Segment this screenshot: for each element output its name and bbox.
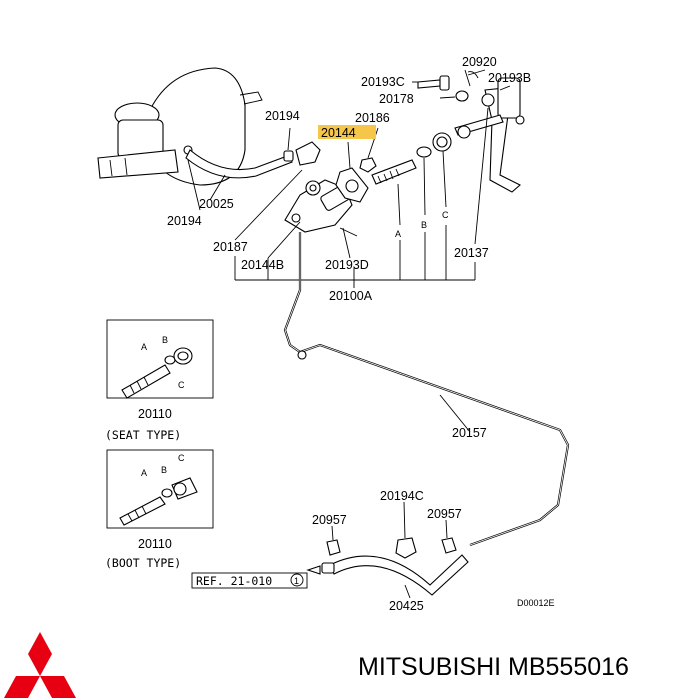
push-rod-a (371, 159, 417, 185)
letter-a-main: A (395, 229, 401, 239)
brand-part-number: MITSUBISHI MB555016 (358, 653, 629, 681)
label-20178: 20178 (379, 92, 414, 106)
letter-c-boot: C (178, 453, 185, 463)
label-20186: 20186 (355, 111, 390, 125)
clip-20957-right (441, 537, 457, 554)
label-20144: 20144 (321, 126, 356, 140)
letter-a-boot: A (141, 468, 147, 478)
label-20194-bottom: 20194 (167, 214, 202, 228)
inset-box-boot-type (106, 449, 214, 529)
letter-b-seat: B (162, 335, 168, 345)
letter-b-boot: B (161, 465, 167, 475)
mitsubishi-logo (4, 632, 76, 698)
hose-20425 (329, 554, 469, 596)
reference-circle (290, 573, 304, 587)
reference-circled-number: 1 (294, 576, 299, 586)
bracket-20194c (395, 537, 417, 559)
nut-20186 (359, 157, 377, 173)
clip-20957-left (326, 539, 341, 556)
letter-c-main: C (442, 210, 449, 220)
label-20425: 20425 (389, 599, 424, 613)
label-20144b: 20144B (241, 258, 284, 272)
label-20137: 20137 (454, 246, 489, 260)
diagram-code: D00012E (517, 598, 555, 608)
inset-seat-drawing (121, 347, 193, 399)
label-20025: 20025 (199, 197, 234, 211)
inset-boot-part: 20110 (138, 537, 172, 551)
label-20957-right: 20957 (427, 507, 462, 521)
bushing-20178 (455, 90, 469, 102)
letter-c-seat: C (178, 380, 185, 390)
letter-a-seat: A (141, 342, 147, 352)
clutch-pedal-drawing (454, 77, 525, 193)
label-20194c: 20194C (380, 489, 424, 503)
inset-seat-part: 20110 (138, 407, 172, 421)
leader-lines (187, 69, 511, 288)
reference-text: REF. 21-010 (196, 574, 272, 588)
label-20100a: 20100A (329, 289, 373, 303)
inset-boot-caption: (BOOT TYPE) (105, 556, 181, 570)
hose-20025 (185, 149, 293, 179)
letter-b-main: B (421, 220, 427, 230)
label-20193d: 20193D (325, 258, 369, 272)
clamp-20194 (283, 150, 294, 162)
label-20187: 20187 (213, 240, 248, 254)
inset-seat-caption: (SEAT TYPE) (105, 428, 181, 442)
label-20957-left: 20957 (312, 513, 347, 527)
label-20157: 20157 (452, 426, 487, 440)
fitting-20187 (295, 141, 321, 166)
clip-20920 (464, 69, 479, 87)
bolt-20193c (417, 79, 441, 89)
label-20193c: 20193C (361, 75, 405, 89)
label-20920: 20920 (462, 55, 497, 69)
highlight-20144 (318, 125, 376, 139)
pipe-20157 (283, 232, 570, 547)
ring-b (416, 146, 432, 158)
reference-box (191, 572, 308, 589)
label-20194-top: 20194 (265, 109, 300, 123)
inset-box-seat-type (106, 319, 214, 399)
inset-boot-drawing (119, 477, 198, 526)
label-20193b: 20193B (488, 71, 531, 85)
brake-booster-drawing (97, 67, 263, 186)
